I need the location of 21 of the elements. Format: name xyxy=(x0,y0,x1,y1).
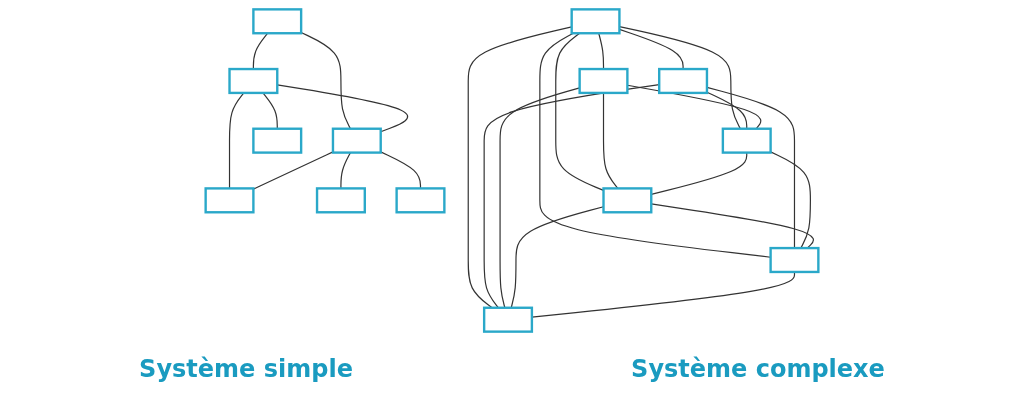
connector xyxy=(555,32,605,191)
connector xyxy=(300,31,352,129)
node-box xyxy=(395,186,446,213)
node-box xyxy=(602,186,653,213)
node-box xyxy=(331,127,382,154)
node-box xyxy=(769,246,820,273)
node-box xyxy=(204,186,255,213)
node-box xyxy=(228,67,279,94)
connector xyxy=(483,83,660,308)
diagram-label: Système complexe xyxy=(631,355,885,383)
node-box xyxy=(252,127,303,154)
node-box xyxy=(578,67,629,94)
connector xyxy=(706,91,748,129)
node-box xyxy=(658,67,709,94)
node-box xyxy=(315,186,366,213)
node-box xyxy=(252,7,303,34)
diagram-label: Système simple xyxy=(139,355,353,383)
connector xyxy=(539,32,772,258)
node-box xyxy=(570,7,621,34)
node-box xyxy=(721,127,772,154)
node-box xyxy=(482,306,534,333)
